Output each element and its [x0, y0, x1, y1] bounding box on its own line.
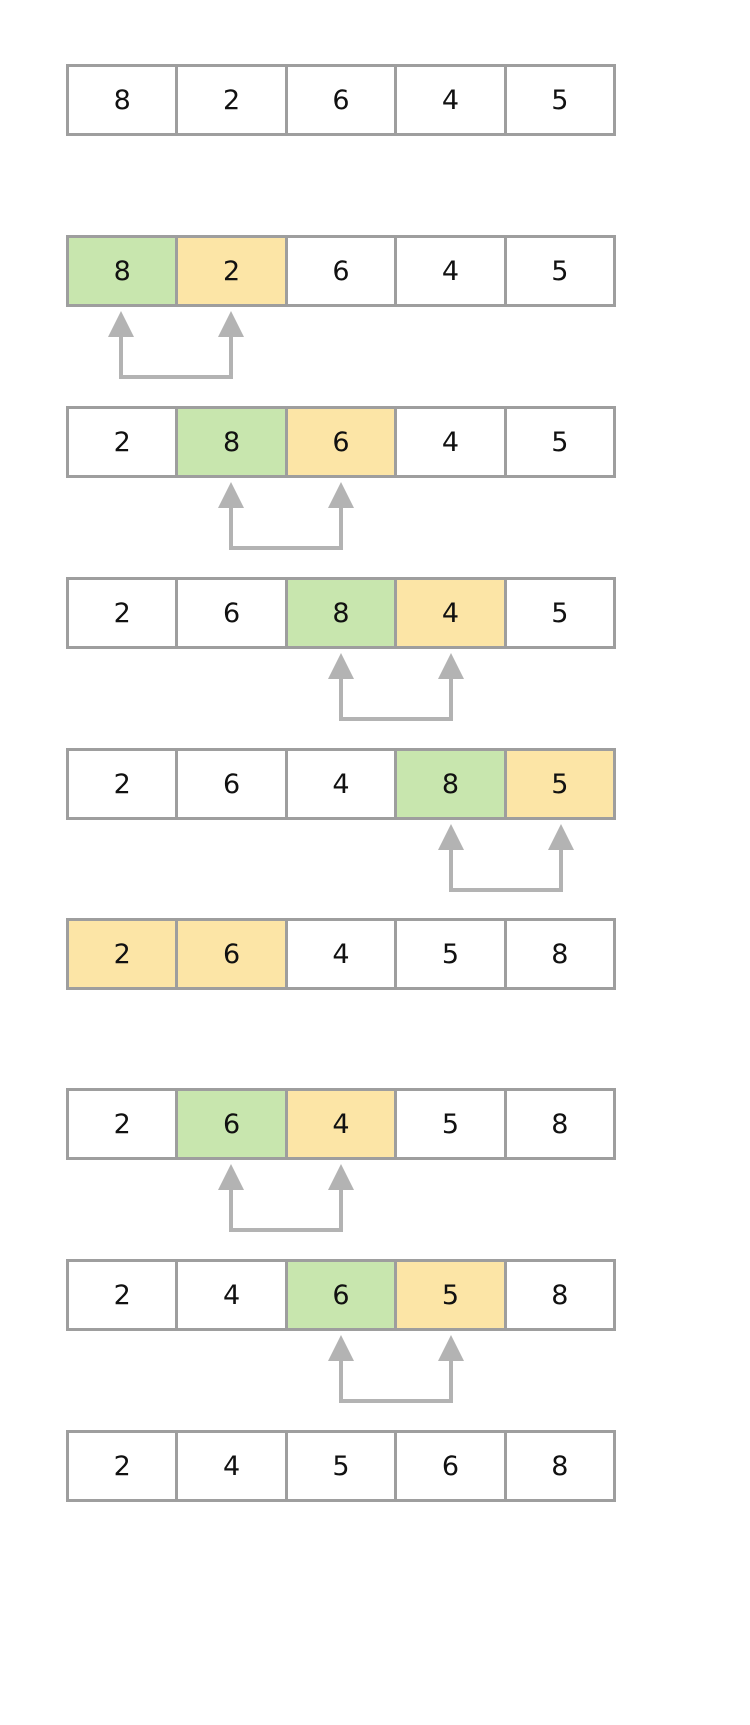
array-cell: 6	[178, 1091, 288, 1157]
array-cell: 8	[69, 67, 179, 133]
array-cell: 5	[506, 67, 614, 133]
array-cell: 8	[506, 1091, 614, 1157]
array-cell: 2	[69, 409, 179, 475]
array-cell: 2	[178, 67, 288, 133]
array-cell: 5	[287, 1433, 398, 1499]
array-cell: 2	[69, 1091, 179, 1157]
array-cell: 6	[287, 1262, 398, 1328]
bracket-stem-right	[449, 1355, 453, 1403]
up-arrow-icon	[218, 1164, 244, 1190]
array-cell: 4	[178, 1262, 288, 1328]
array-cell: 2	[69, 751, 179, 817]
bracket-stem-right	[449, 673, 453, 721]
array-cell: 5	[506, 580, 614, 646]
array-cell: 5	[506, 409, 614, 475]
array-cell: 6	[287, 409, 398, 475]
array-cell: 8	[397, 751, 507, 817]
up-arrow-icon	[328, 653, 354, 679]
array-cell: 4	[397, 67, 507, 133]
array-cell: 8	[287, 580, 398, 646]
up-arrow-icon	[218, 311, 244, 337]
array-cell: 6	[178, 580, 288, 646]
up-arrow-icon	[438, 653, 464, 679]
array-cell: 2	[69, 580, 179, 646]
array-cell: 4	[397, 409, 507, 475]
comparison-bracket	[108, 311, 244, 379]
up-arrow-icon	[328, 1335, 354, 1361]
array-cell: 4	[178, 1433, 288, 1499]
bracket-stem-right	[339, 1184, 343, 1232]
array-cell: 2	[69, 921, 179, 987]
array-cell: 5	[397, 1091, 507, 1157]
array-cell: 4	[287, 921, 398, 987]
bracket-stem-right	[559, 844, 563, 892]
array-cell: 6	[397, 1433, 507, 1499]
bracket-base-line	[339, 1399, 453, 1403]
array-cell: 5	[397, 1262, 507, 1328]
bracket-stem-right	[229, 331, 233, 379]
array-cell: 2	[69, 1433, 179, 1499]
array-cell: 4	[287, 751, 398, 817]
array-cell: 2	[69, 1262, 179, 1328]
array-cell: 5	[506, 751, 614, 817]
bracket-stem-left	[229, 1184, 233, 1232]
array-cell: 6	[287, 238, 398, 304]
up-arrow-icon	[438, 1335, 464, 1361]
up-arrow-icon	[218, 482, 244, 508]
array-cell: 8	[506, 1262, 614, 1328]
comparison-bracket	[438, 824, 574, 892]
bracket-stem-left	[449, 844, 453, 892]
bracket-stem-left	[339, 1355, 343, 1403]
bracket-stem-right	[339, 502, 343, 550]
array-cell: 5	[397, 921, 507, 987]
array-cell: 4	[397, 238, 507, 304]
array-cell: 6	[287, 67, 398, 133]
up-arrow-icon	[438, 824, 464, 850]
up-arrow-icon	[328, 482, 354, 508]
array-cell: 4	[397, 580, 507, 646]
comparison-bracket	[328, 653, 464, 721]
up-arrow-icon	[548, 824, 574, 850]
up-arrow-icon	[328, 1164, 354, 1190]
bracket-base-line	[339, 717, 453, 721]
array-cell: 2	[178, 238, 288, 304]
up-arrow-icon	[108, 311, 134, 337]
comparison-bracket	[218, 482, 354, 550]
array-cell: 8	[178, 409, 288, 475]
comparison-bracket	[328, 1335, 464, 1403]
array-cell: 8	[506, 921, 614, 987]
array-cell: 8	[69, 238, 179, 304]
comparison-bracket	[218, 1164, 354, 1232]
bracket-base-line	[229, 546, 343, 550]
array-cell: 6	[178, 921, 288, 987]
bracket-base-line	[229, 1228, 343, 1232]
bracket-stem-left	[229, 502, 233, 550]
bracket-stem-left	[119, 331, 123, 379]
bracket-base-line	[119, 375, 233, 379]
bracket-base-line	[449, 888, 563, 892]
array-cell: 4	[287, 1091, 398, 1157]
array-cell: 8	[506, 1433, 614, 1499]
array-cell: 6	[178, 751, 288, 817]
bracket-stem-left	[339, 673, 343, 721]
array-cell: 5	[506, 238, 614, 304]
